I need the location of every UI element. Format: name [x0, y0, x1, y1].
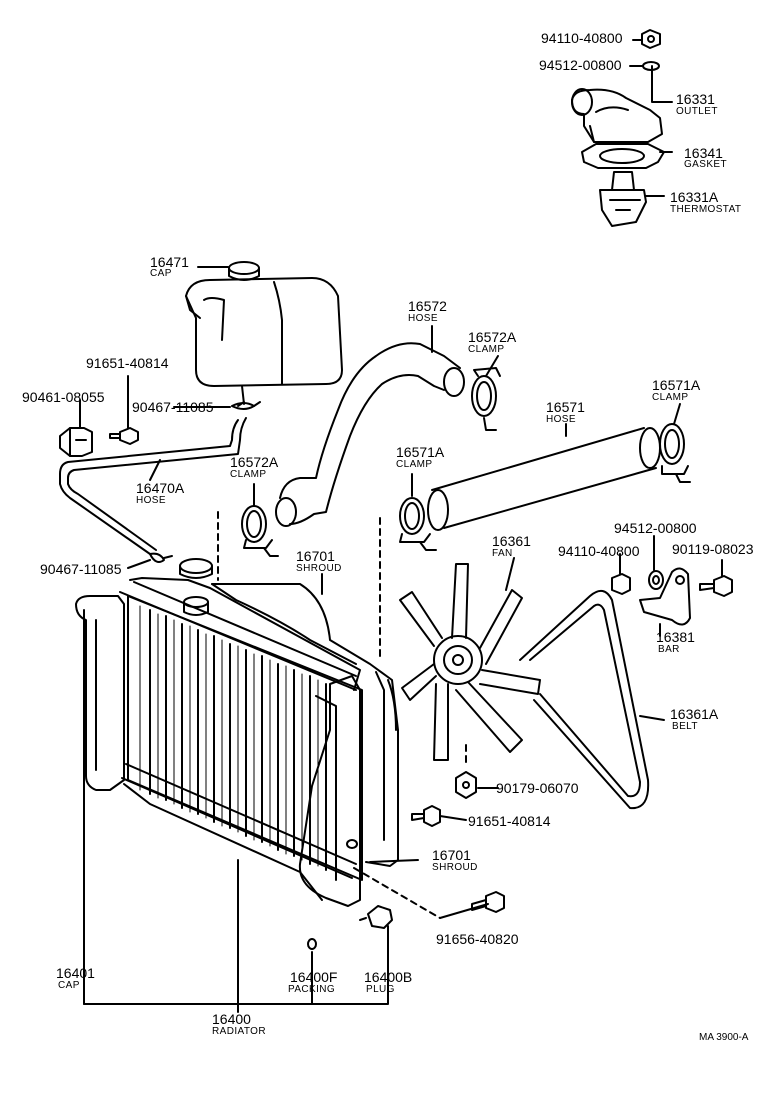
- label-16331A: 16331A: [670, 189, 719, 205]
- label-94512-top: 94512-00800: [539, 57, 622, 73]
- nut-90179: [455, 771, 477, 799]
- label-16400: 16400: [212, 1011, 251, 1027]
- clamp-upper-left: [241, 505, 279, 557]
- label-16572A-right: 16572A: [468, 329, 517, 345]
- label-16341: 16341: [684, 145, 723, 161]
- label-16401-name: CAP: [58, 980, 80, 991]
- clamp-upper-right: [471, 367, 501, 431]
- washer-94512-mid: [648, 570, 664, 590]
- drain-plug: [359, 905, 393, 929]
- label-90461: 90461-08055: [22, 389, 105, 405]
- label-16400B: 16400B: [364, 969, 413, 985]
- label-16331A-name: THERMOSTAT: [670, 204, 742, 215]
- label-16571A-left: 16571A: [396, 444, 445, 460]
- label-16571A-right: 16571A: [652, 377, 701, 393]
- label-16571A-right-name: CLAMP: [652, 392, 689, 403]
- label-16572A-left-name: CLAMP: [230, 469, 267, 480]
- bolt-90119: [699, 575, 733, 597]
- label-90119: 90119-08023: [672, 541, 754, 557]
- bolt-91656: [471, 891, 505, 913]
- radiator-cap: [179, 558, 213, 579]
- label-90467-top: 90467-11085: [132, 399, 214, 415]
- radiator: [75, 577, 363, 907]
- label-16361A: 16361A: [670, 706, 719, 722]
- diagram-code: MA 3900-A: [699, 1032, 749, 1043]
- label-16331-name: OUTLET: [676, 106, 718, 117]
- lower-hose: [427, 427, 661, 531]
- fan-belt: [519, 589, 650, 810]
- gasket-outlet: [581, 143, 665, 169]
- label-16572A-right-name: CLAMP: [468, 344, 505, 355]
- water-outlet: [571, 88, 663, 143]
- fan-shroud: [211, 583, 399, 867]
- nut-94110-mid: [611, 573, 631, 595]
- label-16572A-left: 16572A: [230, 454, 279, 470]
- packing: [307, 938, 317, 950]
- hose-overflow: [59, 417, 247, 555]
- label-90467-mid: 90467-11085: [40, 561, 122, 577]
- label-16471-name: CAP: [150, 268, 172, 279]
- label-91651-top: 91651-40814: [86, 355, 169, 371]
- label-91656: 91656-40820: [436, 931, 519, 947]
- label-94512-mid: 94512-00800: [614, 520, 697, 536]
- thermostat: [599, 171, 647, 227]
- label-16361A-name: BELT: [672, 721, 698, 732]
- label-16400F-name: PACKING: [288, 984, 336, 995]
- label-16571: 16571: [546, 399, 585, 415]
- adjusting-bar: [639, 567, 691, 626]
- label-16470A-name: HOSE: [136, 495, 166, 506]
- bracket-90461: [59, 427, 93, 457]
- reservoir-cap: [228, 261, 260, 281]
- label-16471: 16471: [150, 254, 189, 270]
- label-16701-top-name: SHROUD: [296, 563, 342, 574]
- bolt-91651-top: [109, 427, 139, 445]
- label-16572-name: HOSE: [408, 313, 438, 324]
- label-16571A-left-name: CLAMP: [396, 459, 433, 470]
- reservoir-tank: [185, 277, 343, 405]
- label-16701-bottom-name: SHROUD: [432, 862, 478, 873]
- label-16381-name: BAR: [658, 644, 680, 655]
- label-16571-name: HOSE: [546, 414, 576, 425]
- label-16361-name: FAN: [492, 548, 513, 559]
- label-90179: 90179-06070: [496, 780, 579, 796]
- label-16400-name: RADIATOR: [212, 1026, 266, 1037]
- label-16341-name: GASKET: [684, 159, 727, 170]
- hex-nut-top: [641, 29, 661, 49]
- label-16331: 16331: [676, 91, 715, 107]
- label-91651-mid: 91651-40814: [468, 813, 551, 829]
- label-16400F: 16400F: [290, 969, 338, 985]
- clamp-lower-right: [659, 423, 691, 483]
- label-16401: 16401: [56, 965, 95, 981]
- clamp-lower-left: [399, 497, 437, 551]
- label-16361: 16361: [492, 533, 531, 549]
- label-16400B-name: PLUG: [366, 984, 395, 995]
- label-16701-top: 16701: [296, 548, 335, 564]
- bolt-91651-mid: [411, 805, 441, 827]
- fan: [399, 563, 541, 761]
- label-16701-bottom: 16701: [432, 847, 471, 863]
- label-16572: 16572: [408, 298, 447, 314]
- label-16470A: 16470A: [136, 480, 185, 496]
- label-94110-mid: 94110-40800: [558, 543, 640, 559]
- label-94110-top: 94110-40800: [541, 30, 623, 46]
- label-16381: 16381: [656, 629, 695, 645]
- upper-hose: [275, 342, 465, 527]
